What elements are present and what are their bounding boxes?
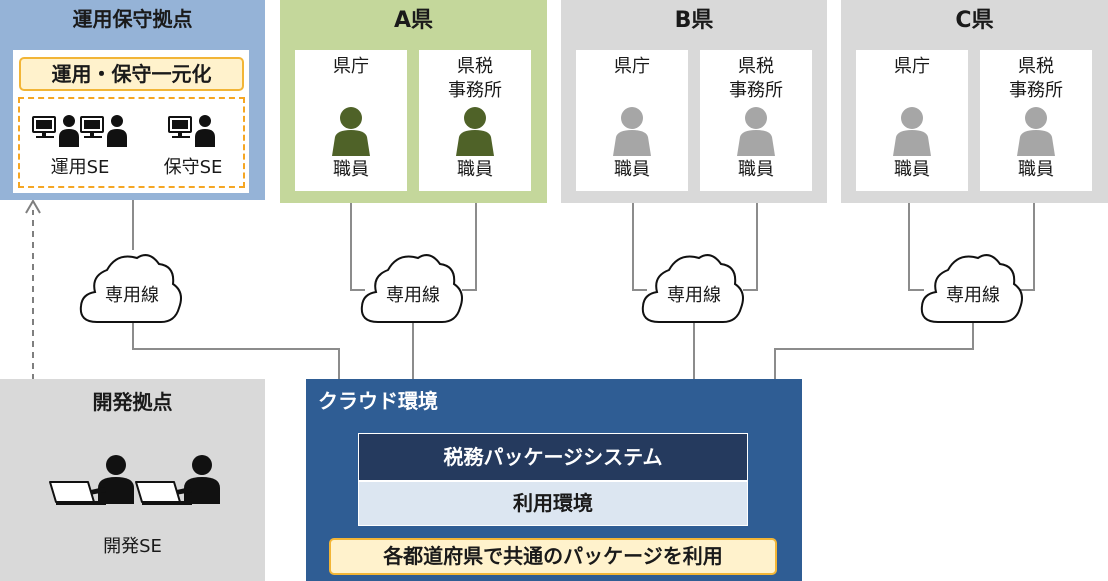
developer-at-laptop-icon [49,455,134,505]
line-c-kencho [908,190,924,291]
staff-label: 職員 [333,159,369,180]
line-a-zeimu [462,190,477,291]
office-label: 県庁 [894,56,930,77]
cloud-icon [641,254,744,323]
dev-se-label: 開発SE [103,536,162,557]
office-label: 県庁 [614,56,650,77]
development-base-panel [0,379,265,581]
tax-package-system-box: 税務パッケージシステム [358,433,748,481]
prefecture-c-tax-office: 県税 事務所 職員 [980,50,1092,191]
line-b-kencho [632,190,647,291]
dedicated-line-label: 専用線 [667,285,721,306]
cloud-icon [79,254,182,323]
developer-at-laptop-icon [135,455,220,505]
cloud-icon [920,254,1023,323]
ops-se-label: 運用SE [50,157,110,178]
person-icon [893,107,931,156]
person-icon [456,107,494,156]
line-a-kencho [350,190,365,291]
office-label: 県税 事務所 [448,56,502,101]
unified-ops-banner: 運用・保守一元化 [19,57,244,91]
staff-label: 職員 [738,159,774,180]
prefecture-b-tax-office: 県税 事務所 職員 [700,50,812,191]
usage-environment-box: 利用環境 [358,481,748,526]
se-group-dashed-box [18,97,245,188]
line-cloud4-to-env [774,322,974,381]
person-icon [332,107,370,156]
operations-base-title: 運用保守拠点 [72,7,193,31]
dedicated-line-label: 専用線 [105,285,159,306]
prefecture-b-kencho: 県庁 職員 [576,50,688,191]
operator-at-pc-icon [32,115,79,147]
maintainer-at-pc-icon [168,115,215,147]
dedicated-line-cloud-4: 専用線 [918,246,1028,330]
office-label: 県税 事務所 [1009,56,1063,101]
dev-to-ops-arrow [25,199,41,380]
staff-label: 職員 [457,159,493,180]
line-c-zeimu [1020,190,1035,291]
office-label: 県税 事務所 [729,56,783,101]
prefecture-a-kencho: 県庁 職員 [295,50,407,191]
cloud-icon [360,254,463,323]
staff-label: 職員 [614,159,650,180]
staff-label: 職員 [894,159,930,180]
office-label: 県庁 [333,56,369,77]
operator-at-pc-icon [80,115,127,147]
cloud-environment-title: クラウド環境 [318,389,438,413]
prefecture-a-title: A県 [393,8,434,33]
line-b-zeimu [743,190,758,291]
prefecture-c-title: C県 [955,8,994,33]
person-icon [1017,107,1055,156]
prefecture-c-kencho: 県庁 職員 [856,50,968,191]
prefecture-a-tax-office: 県税 事務所 職員 [419,50,531,191]
dedicated-line-label: 専用線 [386,285,440,306]
prefecture-b-title: B県 [674,8,714,33]
person-icon [613,107,651,156]
person-icon [737,107,775,156]
line-cloud1-to-env [132,320,340,381]
dedicated-line-cloud-3: 専用線 [639,246,749,330]
staff-label: 職員 [1018,159,1054,180]
maint-se-label: 保守SE [163,157,223,178]
common-package-banner: 各都道府県で共通のパッケージを利用 [329,538,777,575]
development-base-title: 開発拠点 [92,390,173,414]
dedicated-line-label: 専用線 [946,285,1000,306]
dedicated-line-cloud-2: 専用線 [358,246,468,330]
dedicated-line-cloud-1: 専用線 [77,246,187,330]
